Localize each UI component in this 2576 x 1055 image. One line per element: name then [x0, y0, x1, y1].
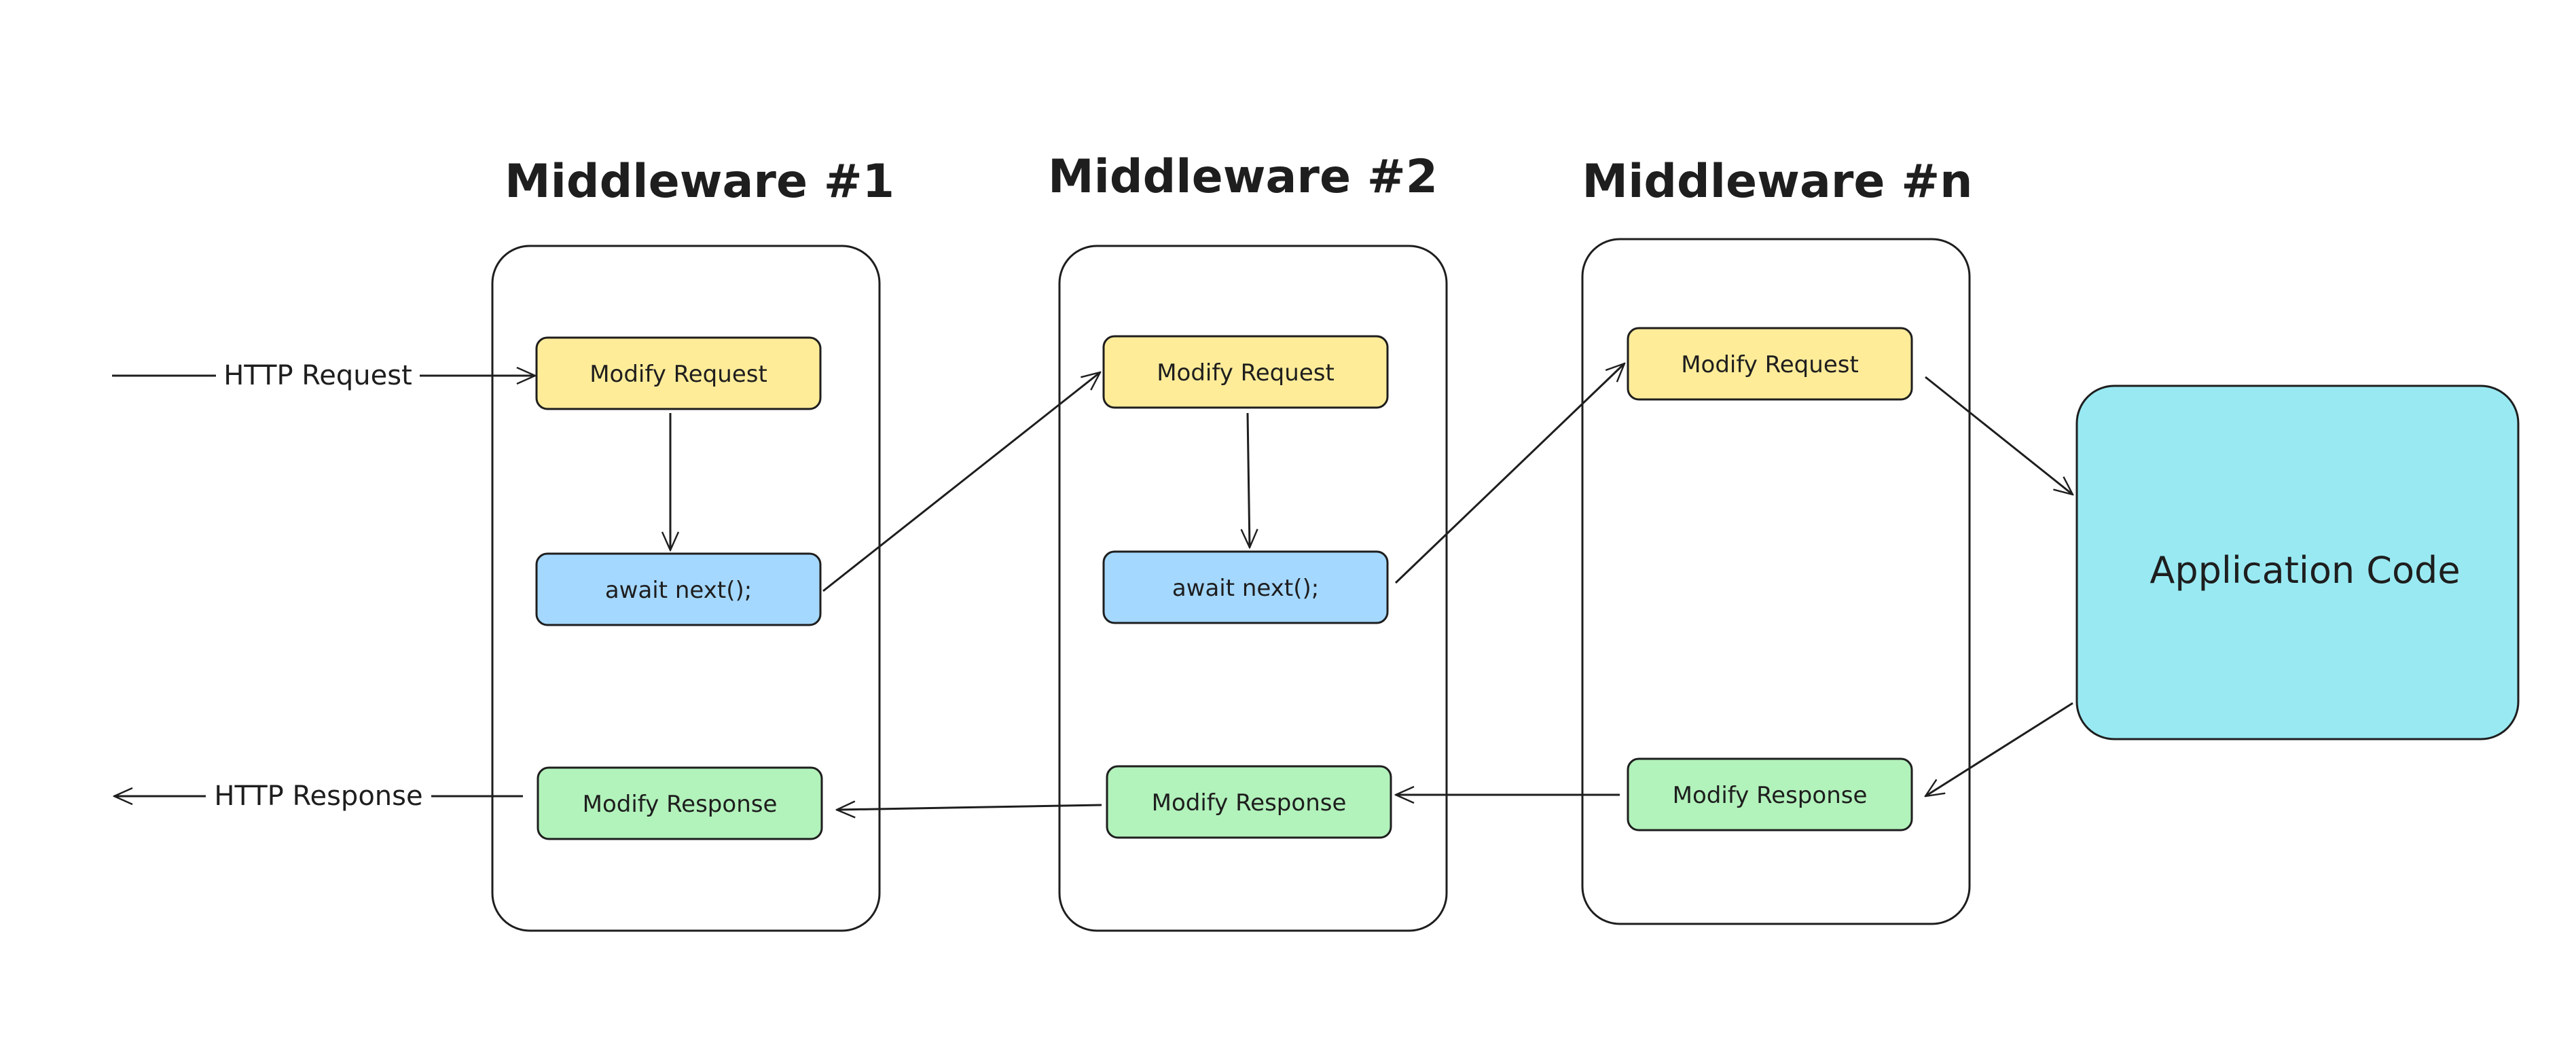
middleware-n-container: [1581, 238, 1971, 925]
middleware-1-modify-request-box: [535, 336, 822, 410]
http-request-label: HTTP Request: [223, 360, 412, 391]
connectors: [112, 363, 2073, 810]
middleware-2-container: [1058, 245, 1448, 932]
middleware-1-modify-response-label: Modify Response: [583, 791, 778, 818]
middleware-n-title: Middleware #n: [1582, 155, 1972, 209]
mw2-response-to-mw1-response-arrow: [837, 805, 1102, 810]
middleware-n-modify-request-label: Modify Request: [1681, 351, 1859, 378]
middleware-n-modify-response-box: [1627, 757, 1913, 832]
middleware-1-container: [491, 245, 881, 932]
middleware-1-await-next-label: await next();: [605, 577, 752, 604]
application-code-label: Application Code: [2149, 549, 2460, 592]
middleware-2-modify-response-label: Modify Response: [1152, 789, 1347, 817]
application-code: Application Code: [2075, 385, 2520, 740]
middleware-n: Middleware #n Modify Request Modify Resp…: [1581, 155, 1973, 925]
middleware-1-await-next-box: [535, 552, 822, 626]
http-response-label: HTTP Response: [214, 781, 422, 812]
middleware-2: Middleware #2 Modify Request await next(…: [1048, 150, 1448, 932]
middleware-2-modify-request-box: [1102, 335, 1389, 409]
middleware-n-modify-response-label: Modify Response: [1673, 782, 1868, 809]
middleware-1-modify-request-label: Modify Request: [589, 361, 767, 388]
application-code-box: [2075, 385, 2520, 740]
app-to-mwn-response-arrow: [1925, 702, 2073, 796]
mwn-request-to-app-arrow: [1925, 376, 2073, 495]
middleware-1-title: Middleware #1: [505, 155, 894, 209]
mw1-next-to-mw2-request-arrow: [822, 372, 1100, 592]
middleware-2-await-next-box: [1102, 550, 1389, 624]
middleware-2-await-next-label: await next();: [1172, 575, 1319, 602]
middleware-2-modify-response-box: [1106, 765, 1392, 839]
middleware-2-title: Middleware #2: [1048, 150, 1438, 204]
middleware-n-modify-request-box: [1627, 327, 1913, 401]
middleware-1-modify-response-box: [537, 766, 823, 840]
mw2-request-to-next-arrow: [1248, 412, 1250, 548]
mw2-next-to-mwn-request-arrow: [1394, 363, 1625, 584]
middleware-2-modify-request-label: Modify Request: [1157, 359, 1335, 387]
middleware-1: Middleware #1 Modify Request await next(…: [491, 155, 894, 932]
